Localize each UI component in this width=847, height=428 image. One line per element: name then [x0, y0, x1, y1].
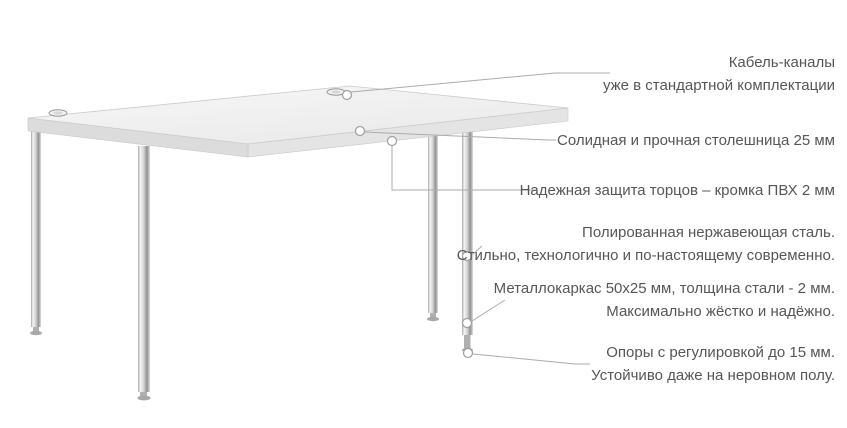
annotation-text: Полированная нержавеющая сталь.	[582, 224, 835, 241]
cable-grommet-icon	[48, 109, 68, 117]
leader-line-metal-frame	[471, 299, 506, 322]
annotation-text: Солидная и прочная столешница 25 мм	[557, 132, 835, 149]
desk-leg-back-left	[30, 120, 42, 336]
leader-line-cable-channels	[350, 72, 610, 93]
desk-leg-front-left	[137, 146, 151, 401]
annotation-adjustable-feet: Опоры с регулировкой до 15 мм. Устойчиво…	[591, 341, 835, 387]
annotation-pvc-edge: Надежная защита торцов – кромка ПВХ 2 мм	[520, 179, 835, 202]
annotation-stainless-steel: Полированная нержавеющая сталь. Стильно,…	[457, 221, 835, 267]
callout-point-pvc-edge	[386, 135, 398, 147]
callout-point-metal-frame	[461, 317, 473, 329]
annotation-text: Кабель-каналы	[728, 54, 835, 71]
annotation-text: Опоры с регулировкой до 15 мм.	[606, 344, 835, 361]
callout-point-stainless-steel	[461, 250, 473, 262]
callout-point-tabletop-25mm	[354, 125, 366, 137]
annotation-text: Надежная защита торцов – кромка ПВХ 2 мм	[519, 182, 835, 199]
leader-line-pvc-edge	[391, 146, 536, 191]
callout-point-adjustable-feet	[462, 347, 474, 359]
leader-line-tabletop-25mm	[364, 131, 556, 141]
annotation-tabletop-25mm: Солидная и прочная столешница 25 мм	[557, 129, 835, 152]
annotation-text: Устойчиво даже на неровном полу.	[591, 367, 835, 384]
desk-leg-back-right	[427, 106, 439, 322]
tabletop	[27, 85, 569, 158]
leader-line-stainless-steel	[471, 245, 483, 256]
leader-line-adjustable-feet	[472, 353, 590, 365]
tabletop-surface	[27, 85, 569, 145]
annotation-text: Металлокаркас 50х25 мм, толщина стали - …	[493, 280, 835, 297]
annotation-text: Максимально жёстко и надёжно.	[606, 303, 835, 320]
annotation-metal-frame: Металлокаркас 50х25 мм, толщина стали - …	[494, 277, 835, 323]
annotation-cable-channels: Кабель-каналы уже в стандартной комплект…	[603, 51, 835, 97]
annotation-text: уже в стандартной комплектации	[602, 77, 835, 94]
callout-point-cable-channels	[341, 89, 353, 101]
annotation-text: Стильно, технологично и по-настоящему со…	[456, 247, 835, 264]
